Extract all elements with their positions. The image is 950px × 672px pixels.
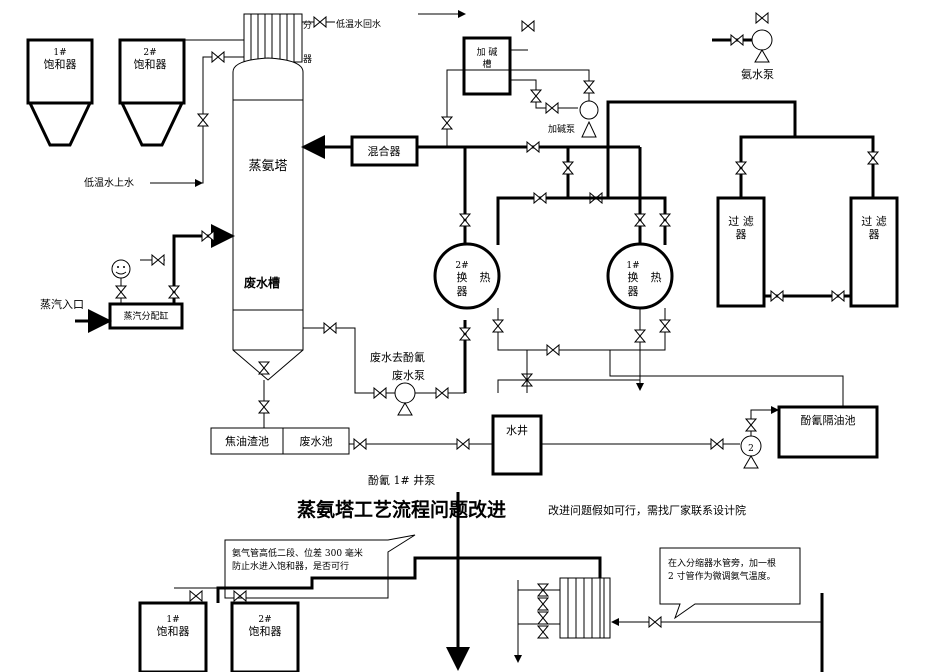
pump-2-number: 2: [748, 444, 754, 454]
bottom-condenser: [559, 577, 611, 639]
condenser-label: 器: [303, 54, 312, 65]
saturator-1-number: 1#: [53, 48, 66, 58]
alkali-pump: [579, 100, 599, 138]
callout-right-line-2: 2 寸管作为微调氨气温度。: [668, 570, 776, 582]
hx1-number: 1#: [626, 261, 639, 271]
bottom-saturator-1: [138, 601, 208, 672]
hx1-label-1: 换: [628, 270, 639, 284]
filter-left: [716, 196, 766, 308]
hx2-label-2: 热: [480, 271, 491, 284]
svg-text:分: 分: [303, 20, 312, 31]
phenol-well-pump-label: 酚氰 1# 井泵: [368, 473, 435, 487]
alkali-tank-label-2: 槽: [482, 58, 491, 70]
saturator-1: 1# 饱和器: [26, 38, 94, 147]
tower-label: 蒸氨塔: [248, 159, 287, 174]
filter-left-label-2: 器: [736, 228, 747, 241]
wastewater-pool-label: 废水池: [300, 434, 333, 448]
ammonia-pump-label: 氨水泵: [741, 68, 774, 81]
callout-right-line-1: 在入分缩器水管旁，加一根: [668, 557, 776, 569]
water-well: [491, 414, 543, 476]
alkali-tank-label-1: 加 碱: [477, 47, 498, 58]
tar-pool-label: 焦油渣池: [225, 434, 269, 448]
bottom-sat2-number: 2#: [258, 615, 271, 625]
wastewater-pump-label: 废水泵: [392, 368, 425, 382]
filter-right-label-1: 过 滤: [861, 215, 887, 228]
heat-exchanger-2: 2# 换 热 器: [433, 242, 501, 310]
ammonia-stripping-tower: 蒸氨塔 废水槽: [232, 57, 304, 381]
phenol-sep-pool-label: 酚氰隔油池: [801, 413, 856, 427]
low-temp-supply-label: 低温水上水: [84, 176, 134, 189]
hx2-label-3: 器: [457, 285, 468, 298]
hx2-number: 2#: [455, 261, 468, 271]
filter-right: [849, 196, 899, 308]
wastewater-pump: [394, 382, 416, 416]
alkali-pump-label: 加碱泵: [548, 124, 575, 135]
filter-right-label-2: 器: [869, 228, 880, 241]
water-well-label: 水井: [506, 423, 528, 437]
low-temp-return-label: 低温水回水: [336, 18, 381, 30]
mixer-label: 混合器: [368, 144, 401, 158]
bottom-sat1-number: 1#: [166, 615, 179, 625]
callout-right: 在入分缩器水管旁，加一根 2 寸管作为微调氨气温度。: [659, 547, 801, 620]
mixer: [350, 135, 419, 167]
saturator-2-label: 饱和器: [134, 57, 167, 71]
callout-left-line-1: 氨气管高低二段、位差 300 毫米: [232, 547, 363, 559]
bottom-saturator-2: [230, 601, 300, 672]
steam-inlet-label: 蒸汽入口: [40, 297, 84, 311]
diagram-title: 蒸氨塔工艺流程问题改进: [297, 498, 506, 521]
steam-manifold-label: 蒸汽分配缸: [123, 310, 168, 322]
subtitle-note: 改进问题假如可行，需找厂家联系设计院: [548, 503, 746, 517]
hx1-label-3: 器: [628, 285, 639, 298]
hx1-label-2: 热: [651, 271, 662, 284]
heat-exchanger-1: 1# 换 热 器: [606, 242, 674, 310]
phenol-oil-separator-pool: [777, 405, 879, 459]
bottom-sat1-label: 饱和器: [157, 624, 190, 638]
ammonia-water-pump: [751, 29, 773, 63]
callout-left: 氨气管高低二段、位差 300 毫米 防止水进入饱和器，是否可行: [224, 534, 416, 599]
saturator-2-number: 2#: [143, 48, 156, 58]
wastewater-dephenol-label: 废水去酚氰: [370, 350, 425, 364]
wastewater-tank-label: 废水槽: [244, 275, 280, 290]
callout-left-line-2: 防止水进入饱和器，是否可行: [232, 560, 349, 572]
pump-2: 2: [740, 435, 762, 469]
hx2-label-1: 换: [457, 270, 468, 284]
wastewater-pool: [282, 427, 350, 455]
bottom-sat2-label: 饱和器: [249, 624, 282, 638]
steam-manifold: 蒸汽分配缸: [108, 302, 184, 330]
condenser-bundle: 分 器: [243, 13, 312, 65]
pressure-gauge-icon: [111, 259, 131, 279]
saturator-2: 2# 饱和器: [118, 38, 186, 147]
filter-left-label-1: 过 滤: [728, 215, 754, 228]
tar-residue-pool: [210, 427, 284, 455]
alkali-tank: [462, 36, 512, 96]
saturator-1-label: 饱和器: [44, 57, 77, 71]
